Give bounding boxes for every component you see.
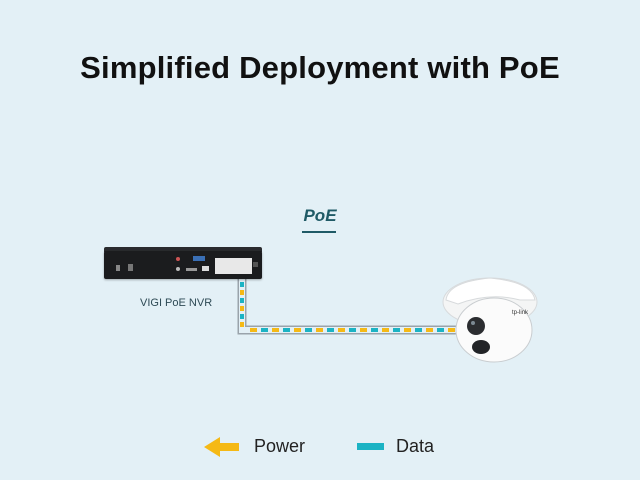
- power-mark: [426, 328, 433, 332]
- power-mark: [272, 328, 279, 332]
- data-mark: [240, 314, 244, 319]
- data-mark: [240, 298, 244, 303]
- legend-power-label: Power: [254, 436, 306, 456]
- data-mark: [371, 328, 378, 332]
- camera-logo: tp-link: [512, 310, 529, 316]
- page-title: Simplified Deployment with PoE: [80, 50, 560, 85]
- data-mark: [327, 328, 334, 332]
- nvr-top: [104, 247, 262, 252]
- nvr-device: [104, 251, 262, 279]
- power-mark: [294, 328, 301, 332]
- power-mark: [240, 306, 244, 311]
- power-mark: [316, 328, 323, 332]
- data-mark: [305, 328, 312, 332]
- power-mark: [240, 290, 244, 295]
- cable-flow: [240, 282, 455, 332]
- power-mark: [250, 328, 257, 332]
- poe-cable: [237, 276, 458, 335]
- data-mark: [393, 328, 400, 332]
- data-mark: [437, 328, 444, 332]
- power-mark: [448, 328, 455, 332]
- power-mark: [382, 328, 389, 332]
- data-mark: [349, 328, 356, 332]
- data-mark: [283, 328, 290, 332]
- data-mark: [415, 328, 422, 332]
- power-mark: [404, 328, 411, 332]
- power-mark: [240, 322, 244, 327]
- arrow-left-icon: [204, 437, 239, 457]
- power-mark: [338, 328, 345, 332]
- legend-data-label: Data: [396, 436, 435, 456]
- data-mark: [261, 328, 268, 332]
- data-mark: [240, 282, 244, 287]
- poe-link-label: PoE: [303, 206, 337, 225]
- dome-camera: tp-link: [442, 277, 538, 363]
- poe-underline: [302, 231, 336, 233]
- power-mark: [360, 328, 367, 332]
- bar-icon: [357, 443, 384, 450]
- nvr-label: VIGI PoE NVR: [140, 297, 213, 309]
